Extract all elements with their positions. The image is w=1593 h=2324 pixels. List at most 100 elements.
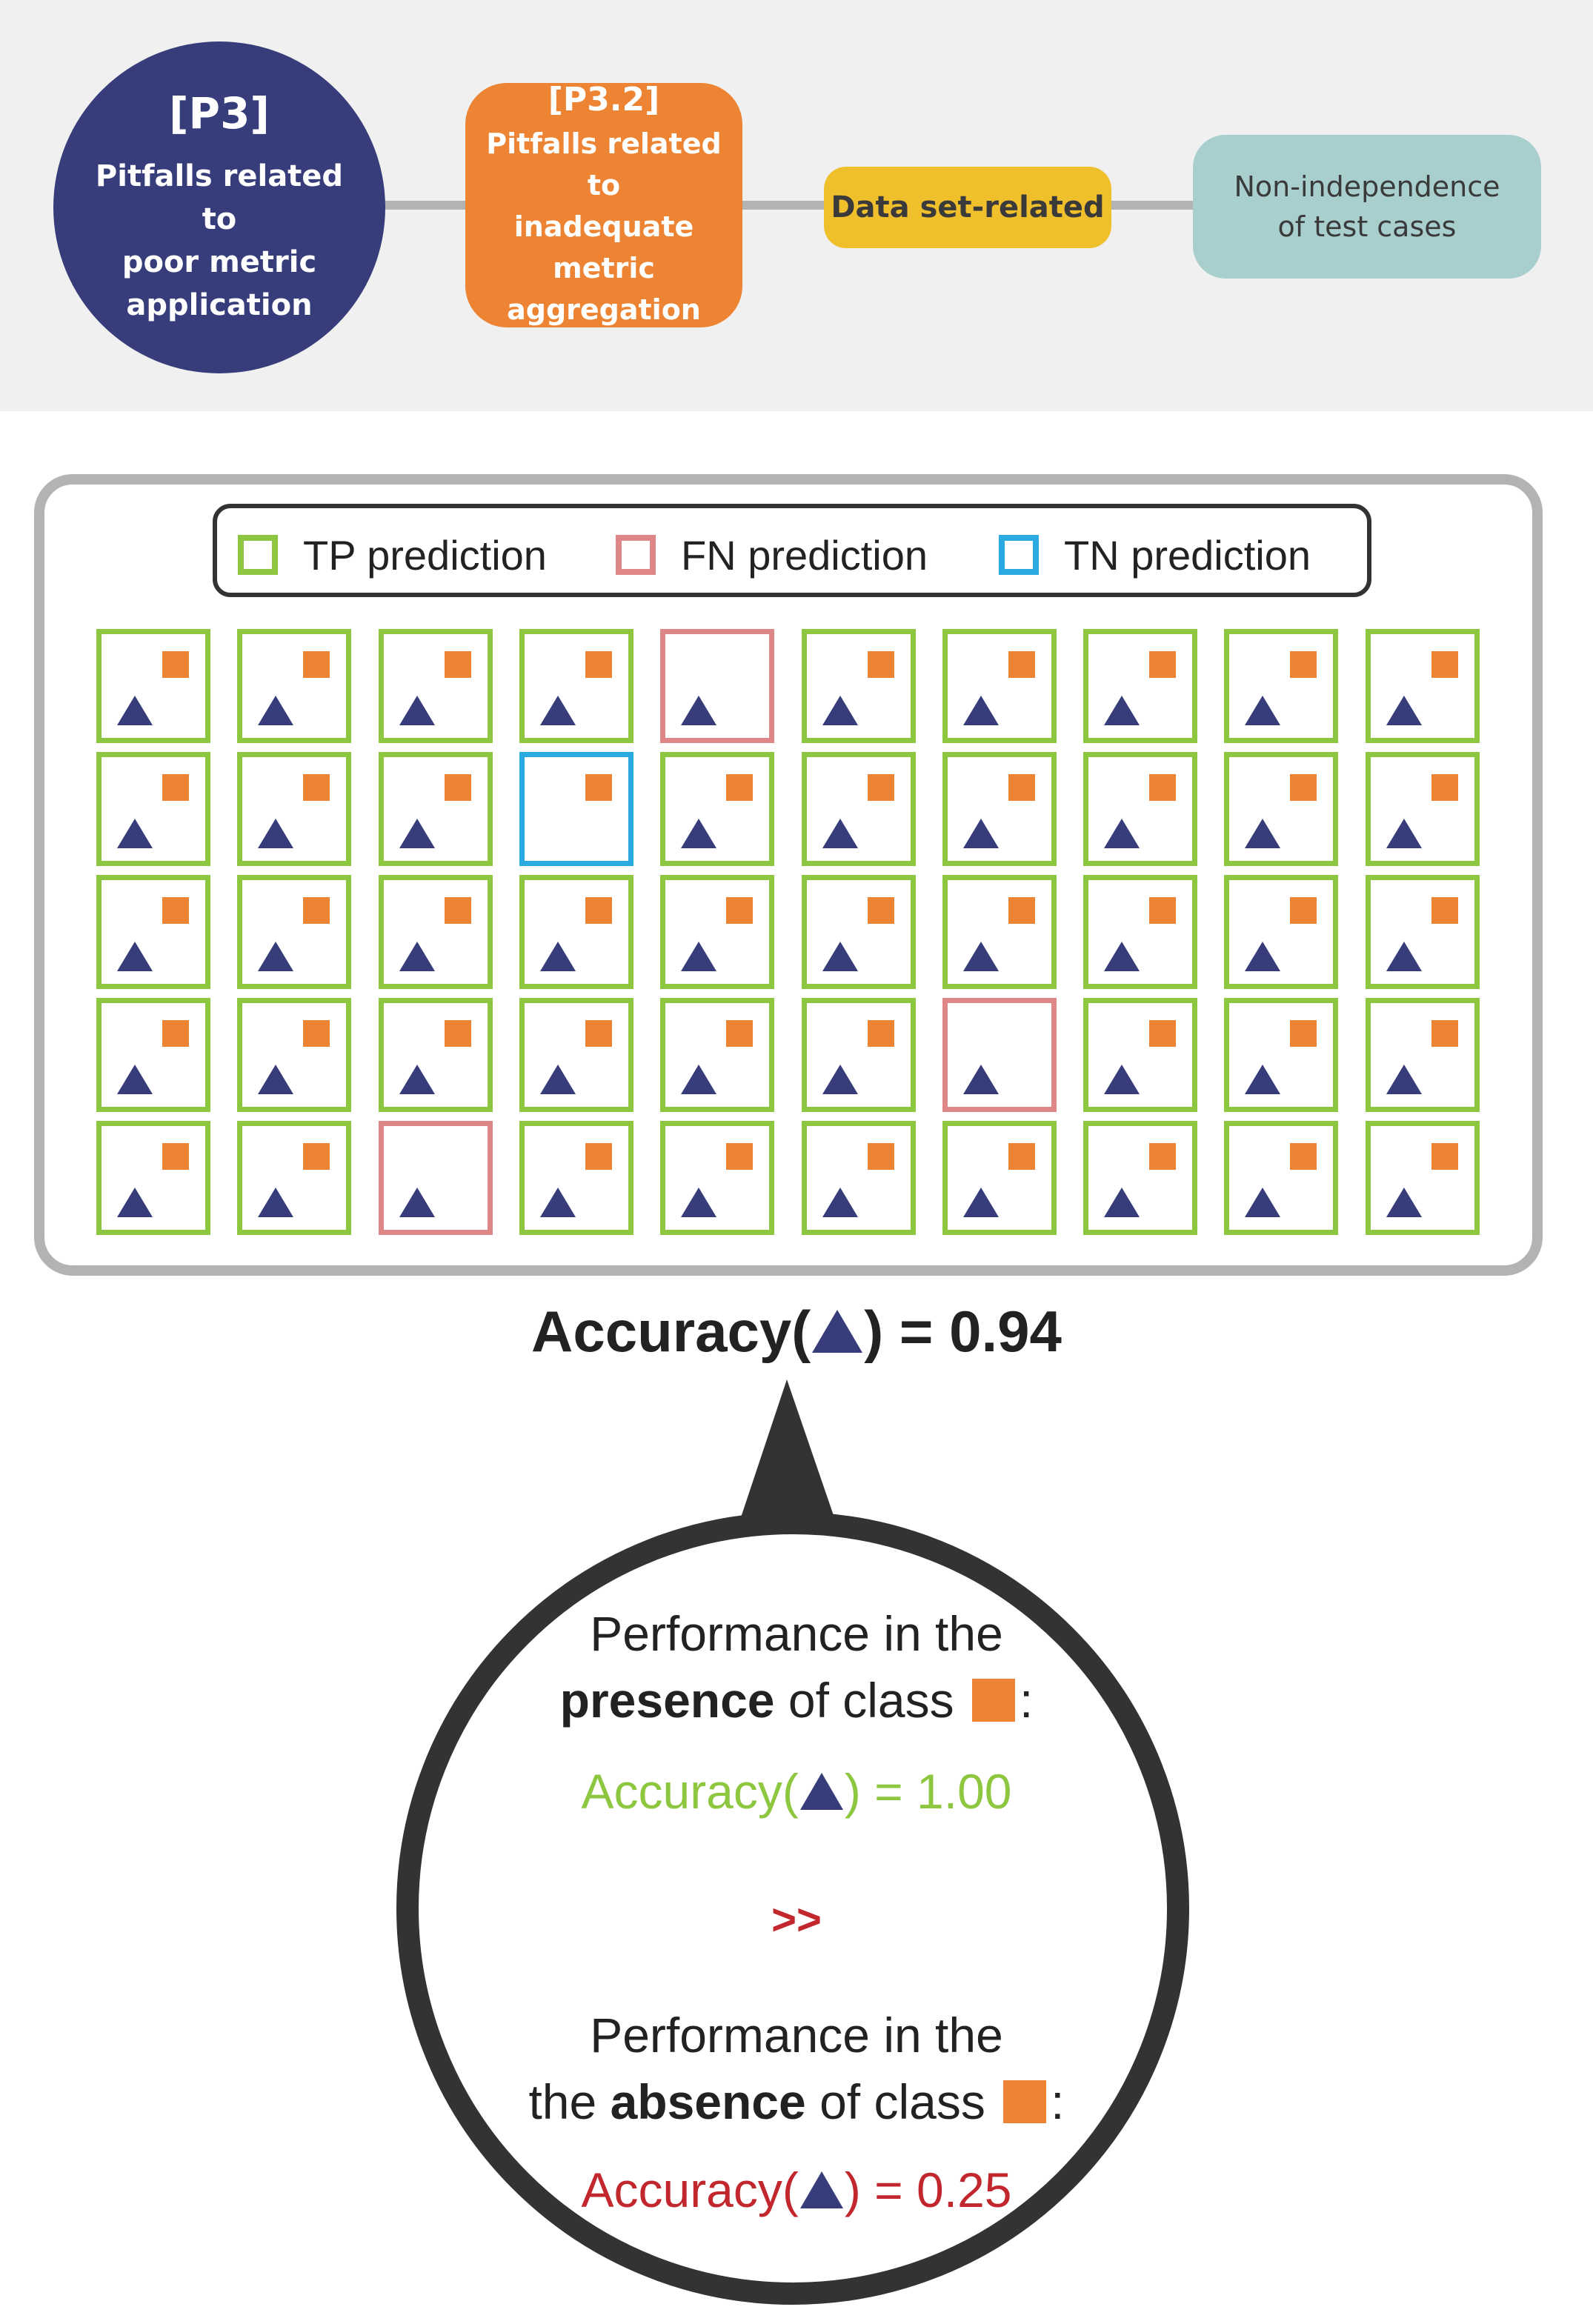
much-greater-symbol: >> bbox=[771, 1896, 822, 1944]
prediction-cell-tp bbox=[379, 875, 493, 989]
navy-triangle-icon bbox=[1245, 1188, 1280, 1217]
legend-item-tp: TP prediction bbox=[238, 530, 547, 579]
prediction-cell-tp bbox=[1366, 1121, 1480, 1235]
non-independence-line: Non-independence bbox=[1234, 170, 1500, 203]
orange-square-icon bbox=[585, 1020, 612, 1047]
navy-triangle-icon bbox=[1245, 1065, 1280, 1094]
orange-square-icon bbox=[1008, 1143, 1035, 1170]
presence-keyword: presence bbox=[559, 1673, 775, 1728]
orange-square-icon bbox=[445, 1020, 471, 1047]
absence-rest: of class bbox=[805, 2074, 985, 2129]
p32-line: aggregation bbox=[507, 293, 701, 326]
absence-line2: the absence of class : bbox=[0, 2068, 1593, 2135]
orange-square-icon bbox=[162, 651, 189, 678]
tn-swatch-icon bbox=[999, 535, 1039, 575]
navy-triangle-icon bbox=[1104, 819, 1140, 848]
absence-colon: : bbox=[1051, 2074, 1065, 2129]
prediction-cell-tp bbox=[519, 875, 633, 989]
prediction-cell-tp bbox=[942, 1121, 1057, 1235]
orange-square-icon bbox=[303, 774, 330, 801]
orange-square-icon bbox=[445, 897, 471, 924]
navy-triangle-icon bbox=[1104, 942, 1140, 971]
navy-triangle-icon bbox=[540, 1188, 576, 1217]
navy-triangle-icon bbox=[1104, 696, 1140, 725]
navy-triangle-icon bbox=[1386, 819, 1422, 848]
orange-square-icon bbox=[868, 651, 894, 678]
navy-triangle-icon bbox=[540, 1065, 576, 1094]
navy-triangle-icon bbox=[258, 942, 293, 971]
orange-square-icon bbox=[1290, 1020, 1317, 1047]
prediction-cell-tp bbox=[1366, 875, 1480, 989]
presence-accuracy: Accuracy() = 1.00 bbox=[0, 1763, 1593, 1819]
p32-description: Pitfalls related to inadequate metric ag… bbox=[470, 123, 737, 330]
navy-triangle-icon bbox=[117, 1188, 153, 1217]
non-independence-tag: Non-independence of test cases bbox=[1193, 135, 1541, 279]
prediction-cell-tp bbox=[1366, 998, 1480, 1112]
navy-triangle-icon bbox=[399, 819, 435, 848]
navy-triangle-icon bbox=[258, 1065, 293, 1094]
orange-square-icon bbox=[868, 1020, 894, 1047]
navy-triangle-icon bbox=[1104, 1188, 1140, 1217]
prediction-cell-fn bbox=[942, 998, 1057, 1112]
p3-code: [P3] bbox=[169, 88, 270, 139]
prediction-cell-tp bbox=[96, 1121, 210, 1235]
orange-square-icon bbox=[585, 1143, 612, 1170]
prediction-cell-tp bbox=[1083, 998, 1197, 1112]
presence-line2: presence of class : bbox=[0, 1667, 1593, 1734]
navy-triangle-icon bbox=[799, 2171, 843, 2208]
legend-item-fn: FN prediction bbox=[616, 530, 928, 579]
orange-square-icon bbox=[1149, 774, 1176, 801]
prediction-cell-tp bbox=[1083, 1121, 1197, 1235]
data-set-related-tag: Data set-related bbox=[824, 167, 1111, 248]
navy-triangle-icon bbox=[1245, 942, 1280, 971]
orange-square-icon bbox=[303, 897, 330, 924]
prediction-cell-tp bbox=[237, 629, 351, 743]
prediction-cell-tp bbox=[802, 1121, 916, 1235]
orange-square-icon bbox=[868, 774, 894, 801]
absence-keyword: absence bbox=[610, 2074, 806, 2129]
absence-accuracy-value: ) = 0.25 bbox=[844, 2162, 1012, 2217]
legend-item-tn: TN prediction bbox=[999, 530, 1311, 579]
prediction-cell-tp bbox=[1224, 752, 1338, 866]
orange-square-icon bbox=[1149, 651, 1176, 678]
p3-line: application bbox=[126, 288, 313, 322]
prediction-cell-tp bbox=[519, 998, 633, 1112]
prediction-cell-tp bbox=[1083, 752, 1197, 866]
orange-square-icon bbox=[1431, 897, 1458, 924]
prediction-cell-tp bbox=[1224, 1121, 1338, 1235]
prediction-cell-tp bbox=[942, 752, 1057, 866]
navy-triangle-icon bbox=[822, 1065, 858, 1094]
orange-square-icon bbox=[1431, 1143, 1458, 1170]
navy-triangle-icon bbox=[822, 942, 858, 971]
orange-square-icon bbox=[726, 1143, 753, 1170]
navy-triangle-icon bbox=[822, 1188, 858, 1217]
navy-triangle-icon bbox=[1386, 1188, 1422, 1217]
orange-square-icon bbox=[162, 1143, 189, 1170]
presence-line1: Performance in the bbox=[590, 1606, 1003, 1661]
orange-square-icon bbox=[1290, 1143, 1317, 1170]
prediction-cell-tp bbox=[1366, 752, 1480, 866]
navy-triangle-icon bbox=[963, 1065, 999, 1094]
legend: TP prediction FN prediction TN predictio… bbox=[213, 504, 1371, 597]
overall-accuracy: Accuracy() = 0.94 bbox=[0, 1298, 1593, 1365]
prediction-cell-tp bbox=[1366, 629, 1480, 743]
p32-line: Pitfalls related to bbox=[486, 127, 722, 202]
orange-square-icon bbox=[868, 1143, 894, 1170]
navy-triangle-icon bbox=[681, 696, 716, 725]
orange-square-icon bbox=[1008, 651, 1035, 678]
navy-triangle-icon bbox=[963, 942, 999, 971]
prediction-cell-tp bbox=[237, 1121, 351, 1235]
orange-square-icon bbox=[1008, 774, 1035, 801]
orange-square-icon bbox=[585, 774, 612, 801]
presence-accuracy-value: ) = 1.00 bbox=[844, 1764, 1012, 1819]
prediction-cell-tp bbox=[237, 998, 351, 1112]
orange-square-icon bbox=[1290, 897, 1317, 924]
pitfall-category-p3: [P3] Pitfalls related to poor metric app… bbox=[53, 41, 385, 373]
navy-triangle-icon bbox=[540, 696, 576, 725]
bubble-pointer-shape bbox=[738, 1379, 837, 1526]
orange-square-icon bbox=[303, 1143, 330, 1170]
navy-triangle-icon bbox=[258, 1188, 293, 1217]
prediction-cell-tp bbox=[379, 998, 493, 1112]
navy-triangle-icon bbox=[1245, 696, 1280, 725]
